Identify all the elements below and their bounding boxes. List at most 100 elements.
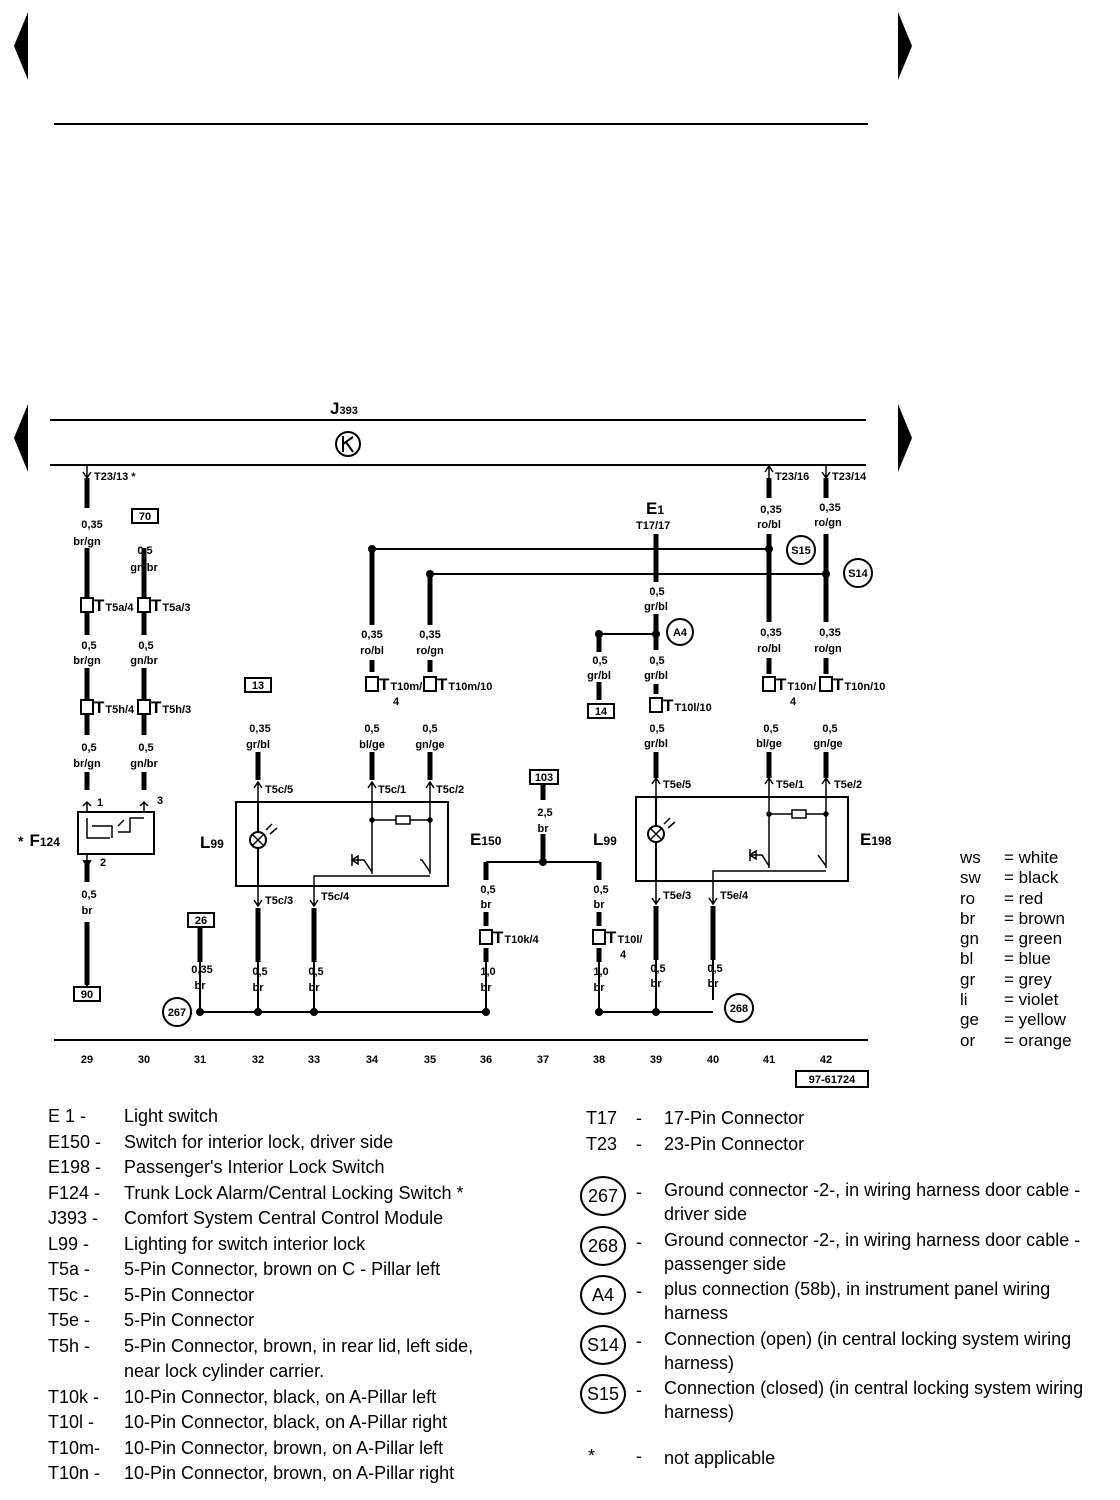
legend-code: T10m-: [48, 1437, 101, 1458]
svg-text:36: 36: [480, 1054, 492, 1066]
svg-text:br: br: [538, 823, 550, 835]
legend-item: T10m-10-Pin Connector, brown, on A-Pilla…: [48, 1436, 473, 1462]
legend-circle-key-icon: 268: [580, 1225, 626, 1266]
switch-contact-icon: [86, 817, 144, 839]
svg-text:TT5h/4: TT5h/4: [94, 698, 135, 717]
svg-text:gn/br: gn/br: [130, 758, 158, 770]
svg-text:0,35: 0,35: [361, 629, 382, 641]
color-code-row: gn= green: [960, 929, 1072, 949]
svg-text:3: 3: [157, 795, 163, 807]
prev-page-arrow-icon[interactable]: [14, 12, 28, 80]
legend-code: T5h -: [48, 1335, 91, 1356]
svg-text:T5e/2: T5e/2: [834, 779, 862, 791]
ref-box-70[interactable]: 70: [131, 508, 159, 524]
legend-desc: 23-Pin Connector: [664, 1133, 805, 1154]
switch-box-e198: T5e/5 T5e/1 T5e/2 T5e/3 T5e/4 L99 E198: [593, 776, 892, 906]
legend-code: E198 -: [48, 1157, 102, 1177]
legend-desc: 5-Pin Connector, brown on C - Pillar lef…: [124, 1259, 441, 1279]
svg-text:gn/br: gn/br: [130, 655, 158, 667]
color-code-row: ge= yellow: [960, 1010, 1072, 1030]
svg-text:bl/ge: bl/ge: [756, 738, 782, 750]
svg-text:0,5: 0,5: [593, 884, 608, 896]
svg-text:1: 1: [97, 797, 103, 809]
legend-code: T5a -: [48, 1259, 91, 1279]
svg-text:4: 4: [620, 949, 627, 961]
legend-desc: Trunk Lock Alarm/Central Locking Switch …: [124, 1182, 464, 1203]
connection-s14[interactable]: S14: [843, 558, 873, 588]
connection-s15[interactable]: S15: [786, 535, 816, 565]
connection-a4[interactable]: A4: [666, 618, 694, 646]
svg-text:0,5: 0,5: [763, 723, 778, 735]
legend-desc: Light switch: [124, 1106, 219, 1126]
legend-dash: -: [636, 1133, 642, 1154]
color-code-value: = violet: [1004, 990, 1059, 1010]
svg-text:0,35: 0,35: [819, 502, 840, 514]
legend-desc: 17-Pin Connector: [664, 1108, 805, 1128]
svg-text:0,5: 0,5: [707, 963, 722, 975]
ref-box-26[interactable]: 26: [187, 912, 215, 928]
color-code-value: = red: [1004, 888, 1044, 908]
connector-t10n: TT10n/ 4 TT10n/10: [762, 675, 885, 708]
svg-text:L99: L99: [200, 833, 224, 852]
svg-text:0,5: 0,5: [364, 723, 379, 735]
svg-text:0,35: 0,35: [191, 964, 212, 976]
ref-box-14[interactable]: 14: [587, 703, 615, 719]
legend-item: T5c -5-Pin Connector: [48, 1283, 473, 1309]
svg-text:gr/bl: gr/bl: [246, 739, 270, 751]
legend-item: T10l -10-Pin Connector, black, on A-Pill…: [48, 1410, 473, 1436]
svg-text:0,5: 0,5: [650, 963, 665, 975]
svg-text:br/gn: br/gn: [73, 655, 101, 667]
legend-star-key: *: [588, 1446, 596, 1466]
svg-text:0,5: 0,5: [81, 742, 96, 754]
svg-text:0,35: 0,35: [249, 723, 270, 735]
prev-section-arrow-icon[interactable]: [14, 404, 28, 472]
svg-text:T5c/1: T5c/1: [378, 784, 406, 796]
figure-id-box: 97-61724: [795, 1070, 869, 1088]
legend-dash: -: [636, 1231, 642, 1252]
svg-text:0,5: 0,5: [81, 640, 96, 652]
legend-item: E198 -Passenger's Interior Lock Switch: [48, 1155, 473, 1181]
svg-text:30: 30: [138, 1054, 150, 1066]
module-pins: T23/13 * T23/16 T23/14: [82, 464, 867, 483]
legend-item: T10k -10-Pin Connector, black, on A-Pill…: [48, 1385, 473, 1411]
ground-268[interactable]: 268: [724, 993, 754, 1023]
legend-desc: not applicable: [664, 1448, 776, 1468]
svg-text:13: 13: [252, 680, 264, 692]
legend-dash: -: [636, 1446, 642, 1466]
svg-text:32: 32: [252, 1054, 264, 1066]
color-code-row: ro= red: [960, 889, 1072, 909]
legend-code: T10l -: [48, 1412, 95, 1432]
legend-code: T10k -: [48, 1386, 100, 1407]
color-code-key: li: [960, 990, 968, 1010]
legend-item: J393 -Comfort System Central Control Mod…: [48, 1206, 473, 1232]
next-page-arrow-icon[interactable]: [898, 12, 912, 80]
ref-box-90[interactable]: 90: [73, 986, 101, 1002]
color-code-value: = black: [1004, 868, 1059, 888]
svg-text:br: br: [195, 980, 207, 992]
ground-267[interactable]: 267: [162, 997, 192, 1027]
junction-dots: [196, 545, 830, 1016]
thin-wires: [54, 548, 868, 1041]
next-section-arrow-icon[interactable]: [898, 404, 912, 472]
connector-t10l-4: TT10l/ 4: [592, 928, 642, 961]
svg-text:26: 26: [195, 915, 207, 927]
svg-text:T5c/5: T5c/5: [265, 784, 293, 796]
legend-item: L99 -Lighting for switch interior lock: [48, 1232, 473, 1258]
ref-box-13[interactable]: 13: [244, 677, 272, 693]
legend-desc: near lock cylinder carrier.: [124, 1361, 325, 1381]
legend-dash: -: [636, 1108, 642, 1128]
svg-text:S15: S15: [791, 545, 811, 557]
svg-text:br: br: [309, 982, 321, 994]
svg-text:0,5: 0,5: [138, 742, 153, 754]
svg-text:ro/bl: ro/bl: [360, 645, 384, 657]
svg-text:0,5: 0,5: [649, 723, 664, 735]
module-processor-icon: [335, 431, 361, 457]
svg-text:0,35: 0,35: [760, 627, 781, 639]
legend-code: T5e -: [48, 1310, 91, 1330]
connector-t10k: TT10k/4: [479, 928, 540, 947]
legend-item: T17-17-Pin Connector: [586, 1106, 804, 1132]
svg-text:gn/ge: gn/ge: [415, 739, 444, 751]
ref-box-103[interactable]: 103: [529, 769, 559, 785]
legend-item: near lock cylinder carrier.: [48, 1359, 473, 1385]
legend-item: F124 -Trunk Lock Alarm/Central Locking S…: [48, 1181, 473, 1207]
